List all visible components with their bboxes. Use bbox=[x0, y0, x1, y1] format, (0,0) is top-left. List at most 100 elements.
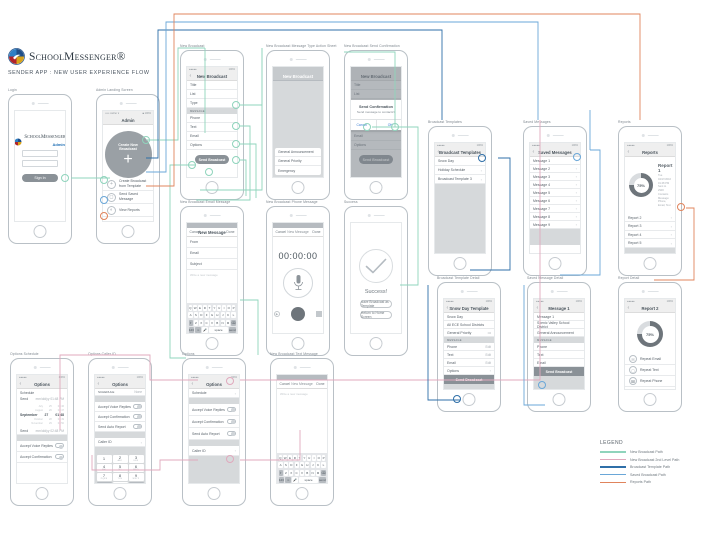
back-chevron-icon[interactable]: ‹ bbox=[532, 149, 535, 155]
list-item[interactable]: Report 3› bbox=[625, 222, 675, 231]
home-button[interactable] bbox=[643, 257, 657, 270]
hotspot-report-2[interactable] bbox=[677, 203, 685, 211]
field-row-list[interactable]: Scenic Valley School District bbox=[534, 321, 584, 329]
key-h[interactable]: H bbox=[215, 312, 220, 319]
hotspot-saved-menu[interactable] bbox=[100, 196, 108, 204]
home-button[interactable] bbox=[207, 487, 221, 500]
list-item[interactable]: Report 4› bbox=[625, 231, 675, 240]
back-chevron-icon[interactable]: ‹ bbox=[191, 381, 194, 387]
key-space[interactable]: space bbox=[209, 327, 228, 333]
key-y[interactable]: Y bbox=[212, 305, 217, 311]
key-numeric[interactable]: 123 bbox=[278, 477, 285, 483]
key-g[interactable]: G bbox=[299, 462, 305, 469]
toggle-accept-confirmation[interactable]: Accept Confirmation bbox=[95, 412, 145, 422]
key-return[interactable]: send bbox=[229, 327, 236, 333]
toggle-send-auto-report[interactable]: Send Auto Report bbox=[189, 428, 239, 440]
key-p[interactable]: P bbox=[231, 305, 236, 311]
toggle-switch[interactable] bbox=[133, 404, 142, 410]
toggle-accept-voice-replies[interactable]: Accept Voice Replies bbox=[189, 404, 239, 416]
row-value[interactable]: Edit bbox=[485, 360, 492, 365]
home-button[interactable] bbox=[552, 393, 566, 406]
menu-item-view-reports[interactable]: ◐ View Reports bbox=[103, 204, 153, 217]
home-button[interactable] bbox=[548, 257, 562, 270]
home-button[interactable] bbox=[643, 393, 657, 406]
hotspot-message-1[interactable] bbox=[573, 153, 581, 161]
key-c[interactable]: C bbox=[294, 469, 299, 476]
action-repeat-phone[interactable]: ☎ Repeat Phone bbox=[625, 376, 675, 387]
cancel-button[interactable]: Cancel bbox=[275, 230, 287, 234]
key-k[interactable]: K bbox=[316, 462, 321, 469]
cancel-button[interactable]: Cancel bbox=[279, 382, 291, 386]
message-body-input[interactable]: Write a new message bbox=[190, 273, 218, 277]
list-item[interactable]: Message 8› bbox=[530, 213, 580, 221]
toggle-switch[interactable] bbox=[55, 454, 64, 460]
key-a[interactable]: A bbox=[278, 462, 283, 469]
key-r[interactable]: R bbox=[292, 455, 297, 461]
row-value[interactable]: Edit bbox=[485, 344, 492, 349]
key-e[interactable]: E bbox=[288, 455, 292, 461]
key-i[interactable]: I bbox=[312, 455, 316, 461]
back-chevron-icon[interactable]: ‹ bbox=[437, 149, 440, 155]
hotspot-signin[interactable] bbox=[61, 174, 69, 182]
list-item[interactable]: Report 2› bbox=[625, 214, 675, 223]
action-general-priority[interactable]: General Priority bbox=[275, 157, 321, 166]
hotspot-ok[interactable] bbox=[391, 123, 399, 131]
hotspot-snow-day-template[interactable] bbox=[478, 154, 486, 162]
key-s[interactable]: S bbox=[283, 462, 289, 469]
home-button[interactable] bbox=[35, 487, 49, 500]
key-w[interactable]: W bbox=[193, 305, 197, 311]
home-button[interactable] bbox=[113, 487, 127, 500]
menu-item-send-saved-message[interactable]: ◻ Send Saved Message bbox=[103, 191, 153, 204]
hotspot-phone[interactable] bbox=[232, 122, 240, 130]
list-item[interactable]: Message 3› bbox=[530, 173, 580, 181]
field-row-from[interactable]: From bbox=[187, 237, 237, 248]
key-v[interactable]: V bbox=[299, 469, 305, 476]
hotspot-type[interactable] bbox=[232, 101, 240, 109]
field-row-email[interactable]: Email bbox=[187, 248, 237, 259]
action-general-announcement[interactable]: General Announcement bbox=[275, 148, 321, 157]
back-chevron-icon[interactable]: ‹ bbox=[189, 73, 192, 79]
back-chevron-icon[interactable]: ‹ bbox=[97, 381, 100, 387]
key-shift[interactable]: ⇧ bbox=[188, 319, 193, 326]
key-mic[interactable]: 🎤 bbox=[202, 327, 208, 333]
send-broadcast-button[interactable]: Send Broadcast bbox=[534, 367, 584, 376]
field-row-text[interactable]: Text bbox=[187, 123, 237, 132]
key-backspace[interactable]: ⌫ bbox=[321, 469, 326, 476]
emoji-icon[interactable]: ☺ bbox=[195, 327, 202, 333]
action-repeat-email[interactable]: ✉ Repeat Email bbox=[625, 354, 675, 365]
home-button[interactable] bbox=[291, 337, 305, 350]
save-as-template-button[interactable]: Save Broadcast as Template bbox=[360, 300, 392, 308]
key-m[interactable]: M bbox=[225, 319, 231, 326]
toggle-switch[interactable] bbox=[133, 414, 142, 420]
home-button[interactable] bbox=[291, 181, 305, 194]
key-l[interactable]: L bbox=[321, 462, 326, 469]
done-button[interactable]: Done bbox=[316, 382, 325, 386]
key-w[interactable]: W bbox=[283, 455, 287, 461]
hotspot-options[interactable] bbox=[188, 161, 196, 169]
key-o[interactable]: O bbox=[317, 455, 321, 461]
key-j[interactable]: J bbox=[220, 312, 225, 319]
key-f[interactable]: F bbox=[294, 462, 299, 469]
key-f[interactable]: F bbox=[204, 312, 209, 319]
key-space[interactable]: space bbox=[299, 477, 318, 483]
field-row-phone[interactable]: Phone bbox=[534, 343, 584, 351]
back-chevron-icon[interactable]: ‹ bbox=[627, 149, 630, 155]
menu-item-create-from-template[interactable]: + Create Broadcast from Template bbox=[103, 178, 153, 191]
key-d[interactable]: D bbox=[289, 462, 294, 469]
hotspot-create-broadcast[interactable] bbox=[142, 136, 150, 144]
field-row-text[interactable]: Text bbox=[534, 351, 584, 359]
key-t[interactable]: T bbox=[297, 455, 302, 461]
home-button[interactable] bbox=[295, 487, 309, 500]
field-row-subject[interactable]: Subject bbox=[187, 259, 237, 270]
home-button[interactable] bbox=[369, 181, 383, 194]
key-q[interactable]: Q bbox=[188, 305, 193, 311]
hotspot-callerid[interactable] bbox=[226, 455, 234, 463]
toggle-accept-voice-replies[interactable]: Accept Voice Replies bbox=[95, 402, 145, 412]
key-symbols[interactable]: + * # bbox=[96, 481, 112, 483]
